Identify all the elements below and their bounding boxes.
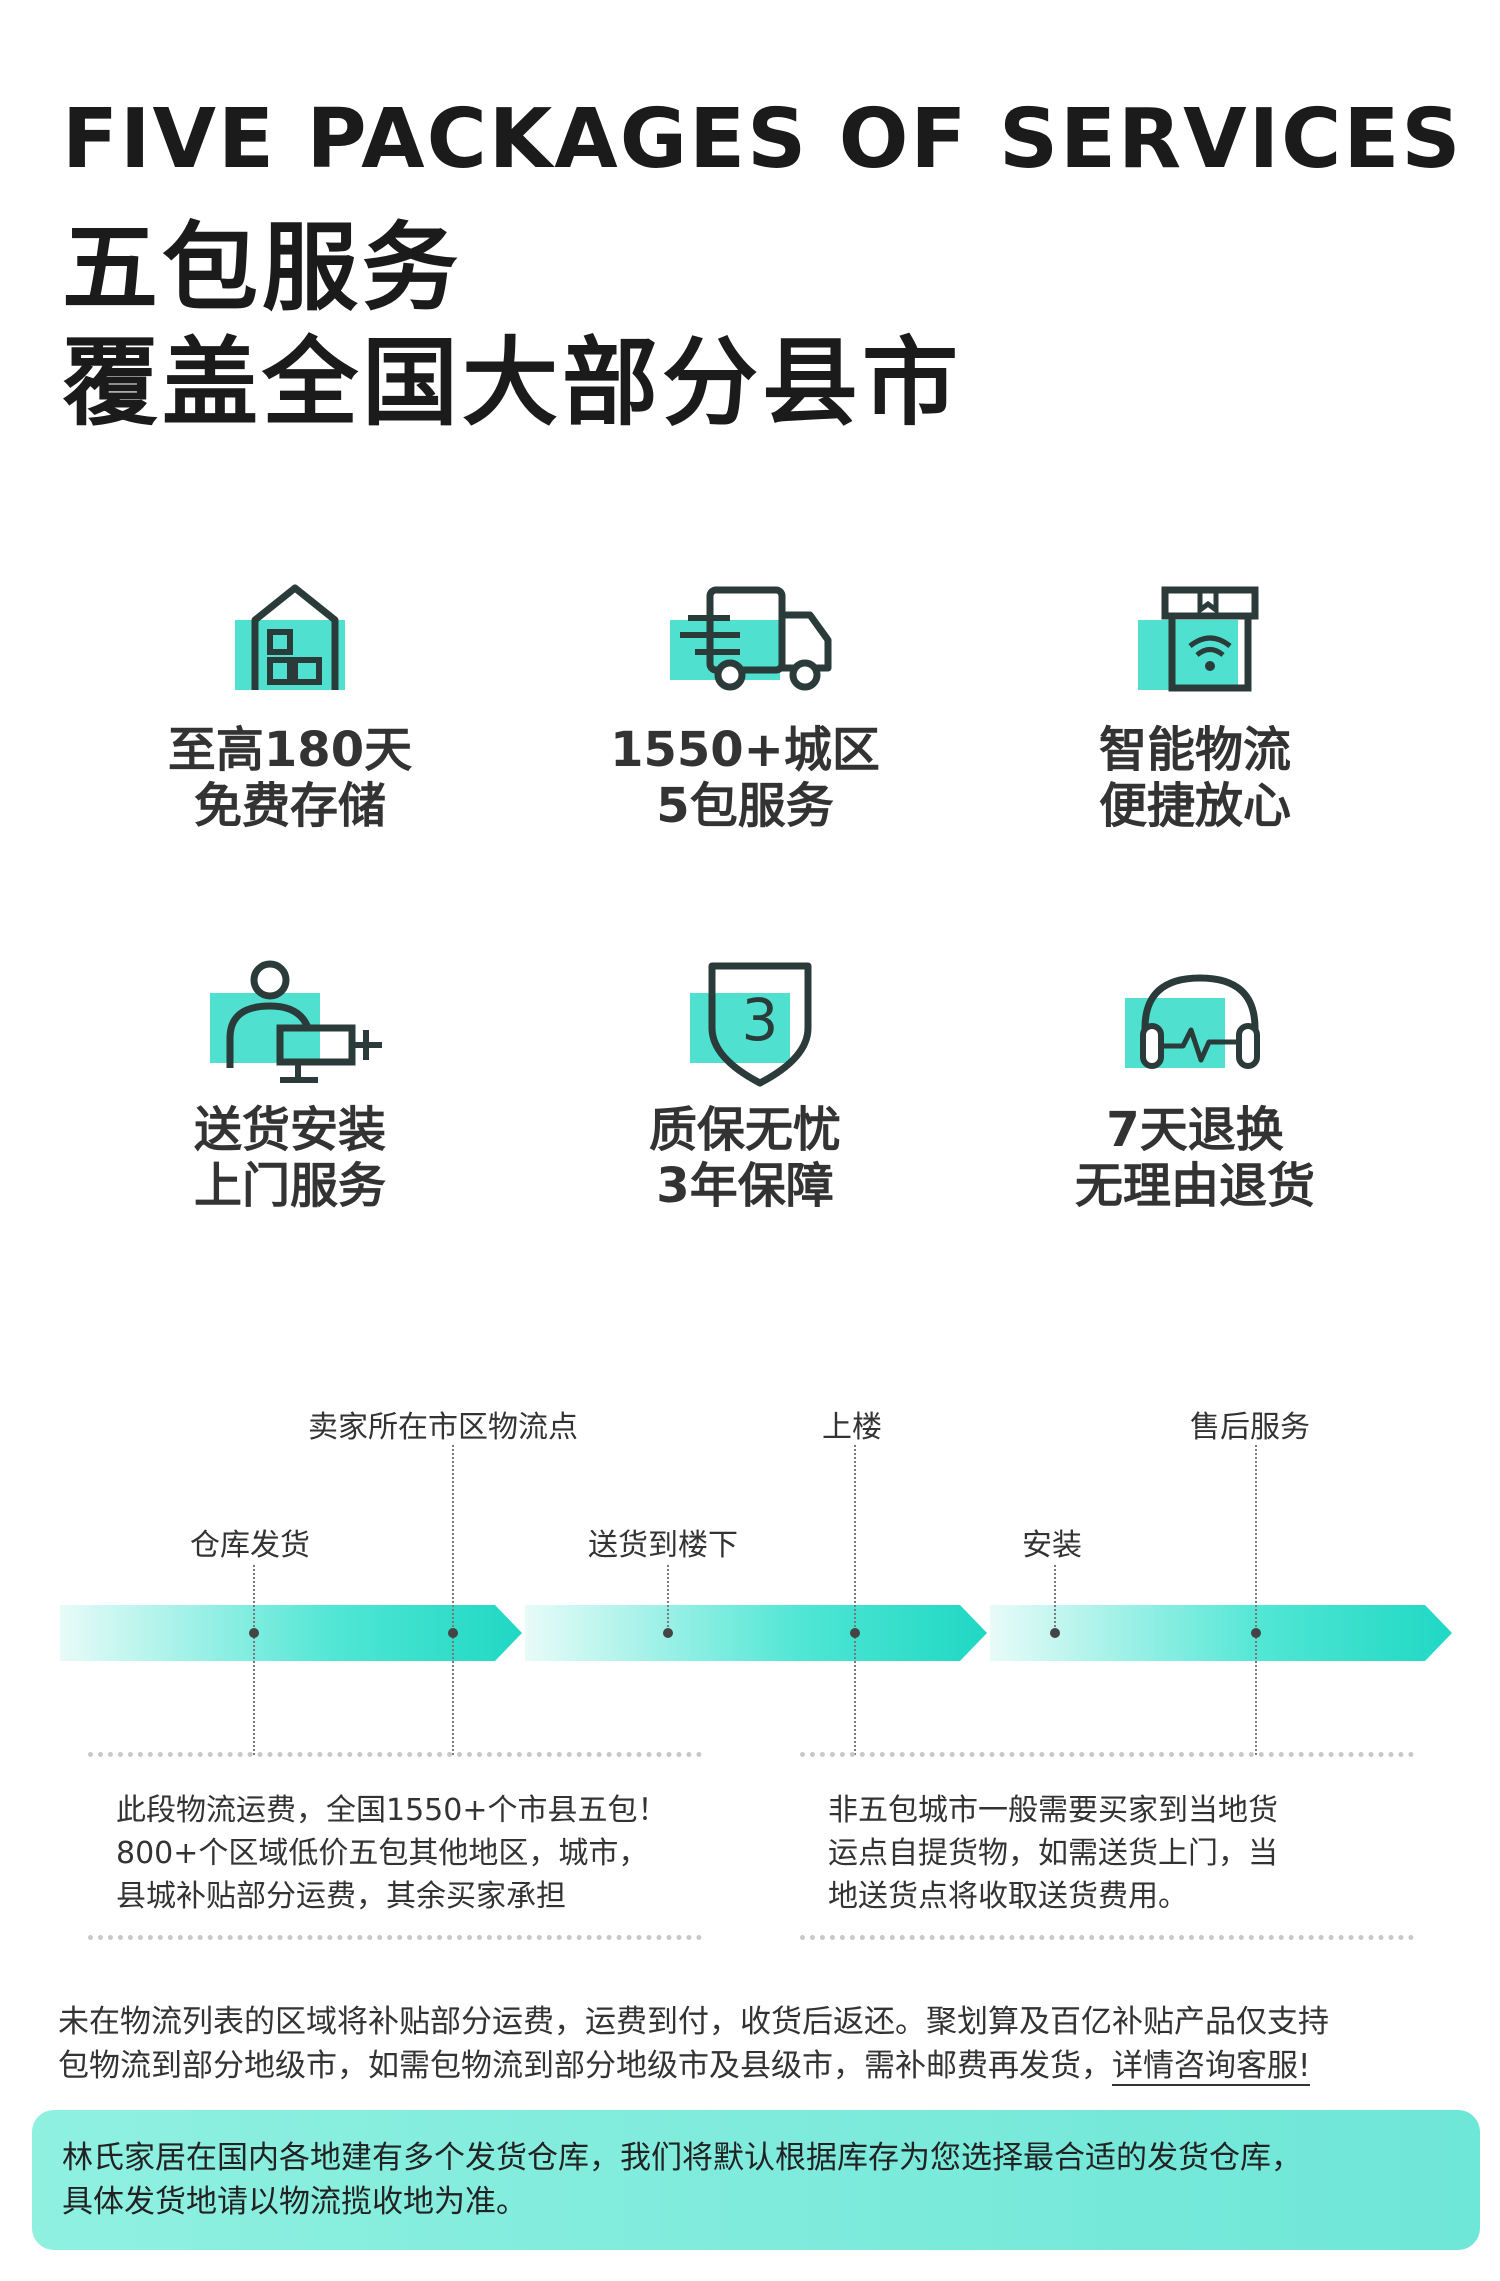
timeline-label-install: 安装 [1022, 1528, 1082, 1563]
feature-line: 免费存储 [193, 778, 386, 834]
feature-return: 7天退换 无理由退货 [995, 958, 1395, 1214]
page-subtitle-cn: 覆盖全国大部分县市 [62, 327, 962, 439]
disclaimer-line: 包物流到部分地级市，如需包物流到部分地级市及县级市，需补邮费再发货，详情咨询客服… [58, 2044, 1448, 2088]
installer-icon [210, 960, 382, 1083]
feature-line: 7天退换 [1106, 1102, 1284, 1158]
delivery-truck-icon [670, 586, 832, 691]
feature-line: 便捷放心 [1098, 778, 1291, 834]
note-non-five-package: 非五包城市一般需要买家到当地货 运点自提货物，如需送货上门，当 地送货点将收取送… [800, 1752, 1414, 1940]
note-line: 县城补贴部分运费，其余买家承担 [116, 1879, 566, 1914]
headset-icon [1125, 974, 1260, 1069]
timeline-guide [667, 1565, 669, 1635]
note-line: 非五包城市一般需要买家到当地货 [828, 1793, 1278, 1828]
svg-text:3: 3 [742, 986, 779, 1054]
feature-line: 5包服务 [656, 778, 834, 834]
warehouse-icon [235, 584, 345, 690]
feature-delivery: 1550+城区 5包服务 [545, 580, 945, 834]
page-title-cn: 五包服务 [62, 212, 462, 324]
contact-service-link[interactable]: 详情咨询客服! [1112, 2048, 1311, 2086]
timeline-guide [1255, 1445, 1257, 1755]
feature-warranty: 3 质保无忧 3年保障 [545, 958, 945, 1214]
timeline-arrows [60, 1605, 1452, 1661]
warehouse-callout: 林氏家居在国内各地建有多个发货仓库，我们将默认根据库存为您选择最合适的发货仓库，… [32, 2110, 1480, 2250]
feature-line: 无理由退货 [1074, 1158, 1315, 1214]
feature-installation: 送货安装 上门服务 [90, 958, 490, 1214]
timeline-arrow-1 [60, 1605, 522, 1661]
disclaimer-text: 包物流到部分地级市，如需包物流到部分地级市及县级市，需补邮费再发货， [58, 2048, 1112, 2084]
smart-box-icon [1138, 586, 1259, 692]
callout-line: 林氏家居在国内各地建有多个发货仓库，我们将默认根据库存为您选择最合适的发货仓库， [62, 2140, 1302, 2176]
feature-line: 上门服务 [193, 1158, 386, 1214]
disclaimer-line: 未在物流列表的区域将补贴部分运费，运费到付，收货后返还。聚划算及百亿补贴产品仅支… [58, 2004, 1329, 2040]
timeline-dot [850, 1628, 860, 1638]
timeline-dot [448, 1628, 458, 1638]
feature-line: 质保无忧 [648, 1102, 841, 1158]
feature-line: 3年保障 [656, 1158, 834, 1214]
note-line: 800+个区域低价五包其他地区，城市， [116, 1836, 649, 1871]
callout-line: 具体发货地请以物流揽收地为准。 [62, 2184, 527, 2220]
timeline-label-upstairs: 上楼 [822, 1410, 882, 1445]
timeline-guide [452, 1445, 454, 1755]
feature-line: 送货安装 [193, 1102, 386, 1158]
feature-line: 1550+城区 [610, 722, 880, 778]
note-line: 运点自提货物，如需送货上门，当 [828, 1836, 1278, 1871]
shipping-disclaimer: 未在物流列表的区域将补贴部分运费，运费到付，收货后返还。聚划算及百亿补贴产品仅支… [58, 2000, 1448, 2088]
timeline-guide [854, 1445, 856, 1755]
note-five-package: 此段物流运费，全国1550+个市县五包！ 800+个区域低价五包其他地区，城市，… [88, 1752, 702, 1940]
timeline-dot [663, 1628, 673, 1638]
timeline-arrow-2 [525, 1605, 987, 1661]
feature-line: 至高180天 [167, 722, 413, 778]
note-line: 此段物流运费，全国1550+个市县五包！ [116, 1793, 668, 1828]
feature-line: 智能物流 [1098, 722, 1291, 778]
timeline-guide [253, 1565, 255, 1755]
feature-smart-logistics: 智能物流 便捷放心 [995, 580, 1395, 834]
timeline-dot [249, 1628, 259, 1638]
timeline-dot [1050, 1628, 1060, 1638]
feature-storage: 至高180天 免费存储 [90, 580, 490, 834]
timeline-label-warehouse-ship: 仓库发货 [190, 1528, 310, 1563]
timeline-label-seller-hub: 卖家所在市区物流点 [308, 1410, 578, 1445]
timeline-dot [1251, 1628, 1261, 1638]
timeline-label-downstairs: 送货到楼下 [588, 1528, 738, 1563]
timeline-label-after-sales: 售后服务 [1190, 1410, 1310, 1445]
shield-3-icon: 3 [690, 962, 812, 1087]
note-line: 地送货点将收取送货费用。 [828, 1879, 1188, 1914]
page-title-en: FIVE PACKAGES OF SERVICES [62, 92, 1463, 187]
timeline-guide [1054, 1565, 1056, 1635]
timeline-arrow-3 [990, 1605, 1452, 1661]
